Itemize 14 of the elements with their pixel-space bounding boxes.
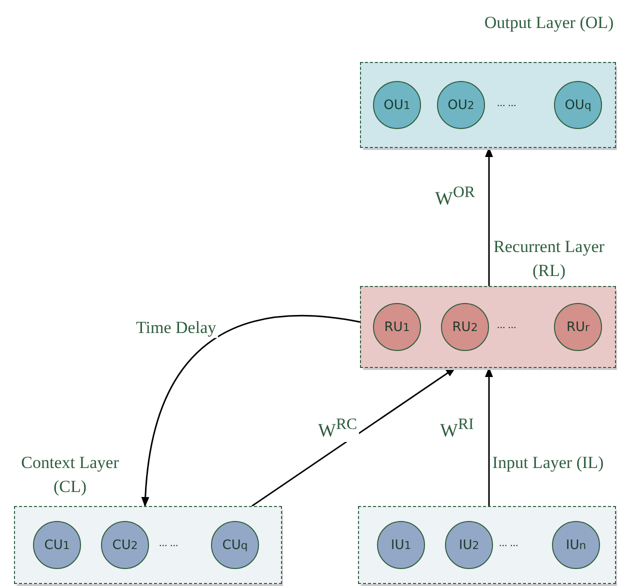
ellipsis-text: ... ... — [159, 537, 178, 549]
edge-label: Time Delay — [134, 318, 218, 338]
ellipsis-text: ... ... — [497, 97, 516, 109]
arrow — [142, 315, 360, 507]
layer-heading: Output Layer (OL) — [483, 12, 615, 34]
layer-heading: Input Layer (IL) — [491, 452, 605, 474]
layer-heading: Context Layer (CL) — [20, 452, 120, 498]
ellipsis-text: ... ... — [499, 537, 518, 549]
layer-heading: Recurrent Layer (RL) — [492, 236, 606, 282]
arrow — [485, 367, 493, 506]
ellipsis-text: ... ... — [497, 319, 516, 331]
edge-label: W$^{RC}$ — [316, 416, 360, 442]
arrow — [252, 367, 456, 507]
arrow — [485, 147, 493, 286]
